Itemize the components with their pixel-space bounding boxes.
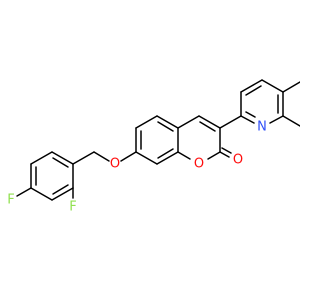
bond [177,115,200,129]
bond [30,187,53,201]
bond [245,85,262,96]
bond [156,151,179,165]
bond [52,157,69,168]
bond [93,151,110,162]
carbonyl-oxygen-label: O [233,153,243,168]
bond [157,121,174,132]
ring-oxygen-label: O [194,157,204,172]
bond [177,151,191,160]
bond [282,115,300,127]
ether-oxygen-label: O [110,157,120,172]
bond [240,115,255,124]
bond [51,187,74,201]
structure-canvas: F F O O O N [7,79,300,215]
bond [135,151,158,165]
bond [240,79,263,93]
bond [219,151,230,158]
fluorine-atom-label: F [7,193,14,208]
bonds [16,79,300,201]
bond [245,111,256,118]
bond [135,115,158,129]
bond [52,184,69,195]
bond [282,81,300,93]
bond [30,151,53,165]
bond [269,115,284,124]
bond [156,115,179,129]
bond [198,115,221,129]
atom-labels: F F O O O N [7,120,267,215]
molecule-diagram: F F O O O N [7,79,300,215]
bond [221,147,232,154]
bond [51,151,74,165]
bond [261,79,284,93]
fluorine-atom-label: F [69,200,76,215]
bond [16,187,32,197]
quinoline-nitrogen-label: N [257,120,267,135]
bond [72,151,95,165]
bond [157,148,174,159]
bond [219,115,242,129]
bond [207,151,221,160]
bond [199,121,216,132]
bond [120,151,137,162]
